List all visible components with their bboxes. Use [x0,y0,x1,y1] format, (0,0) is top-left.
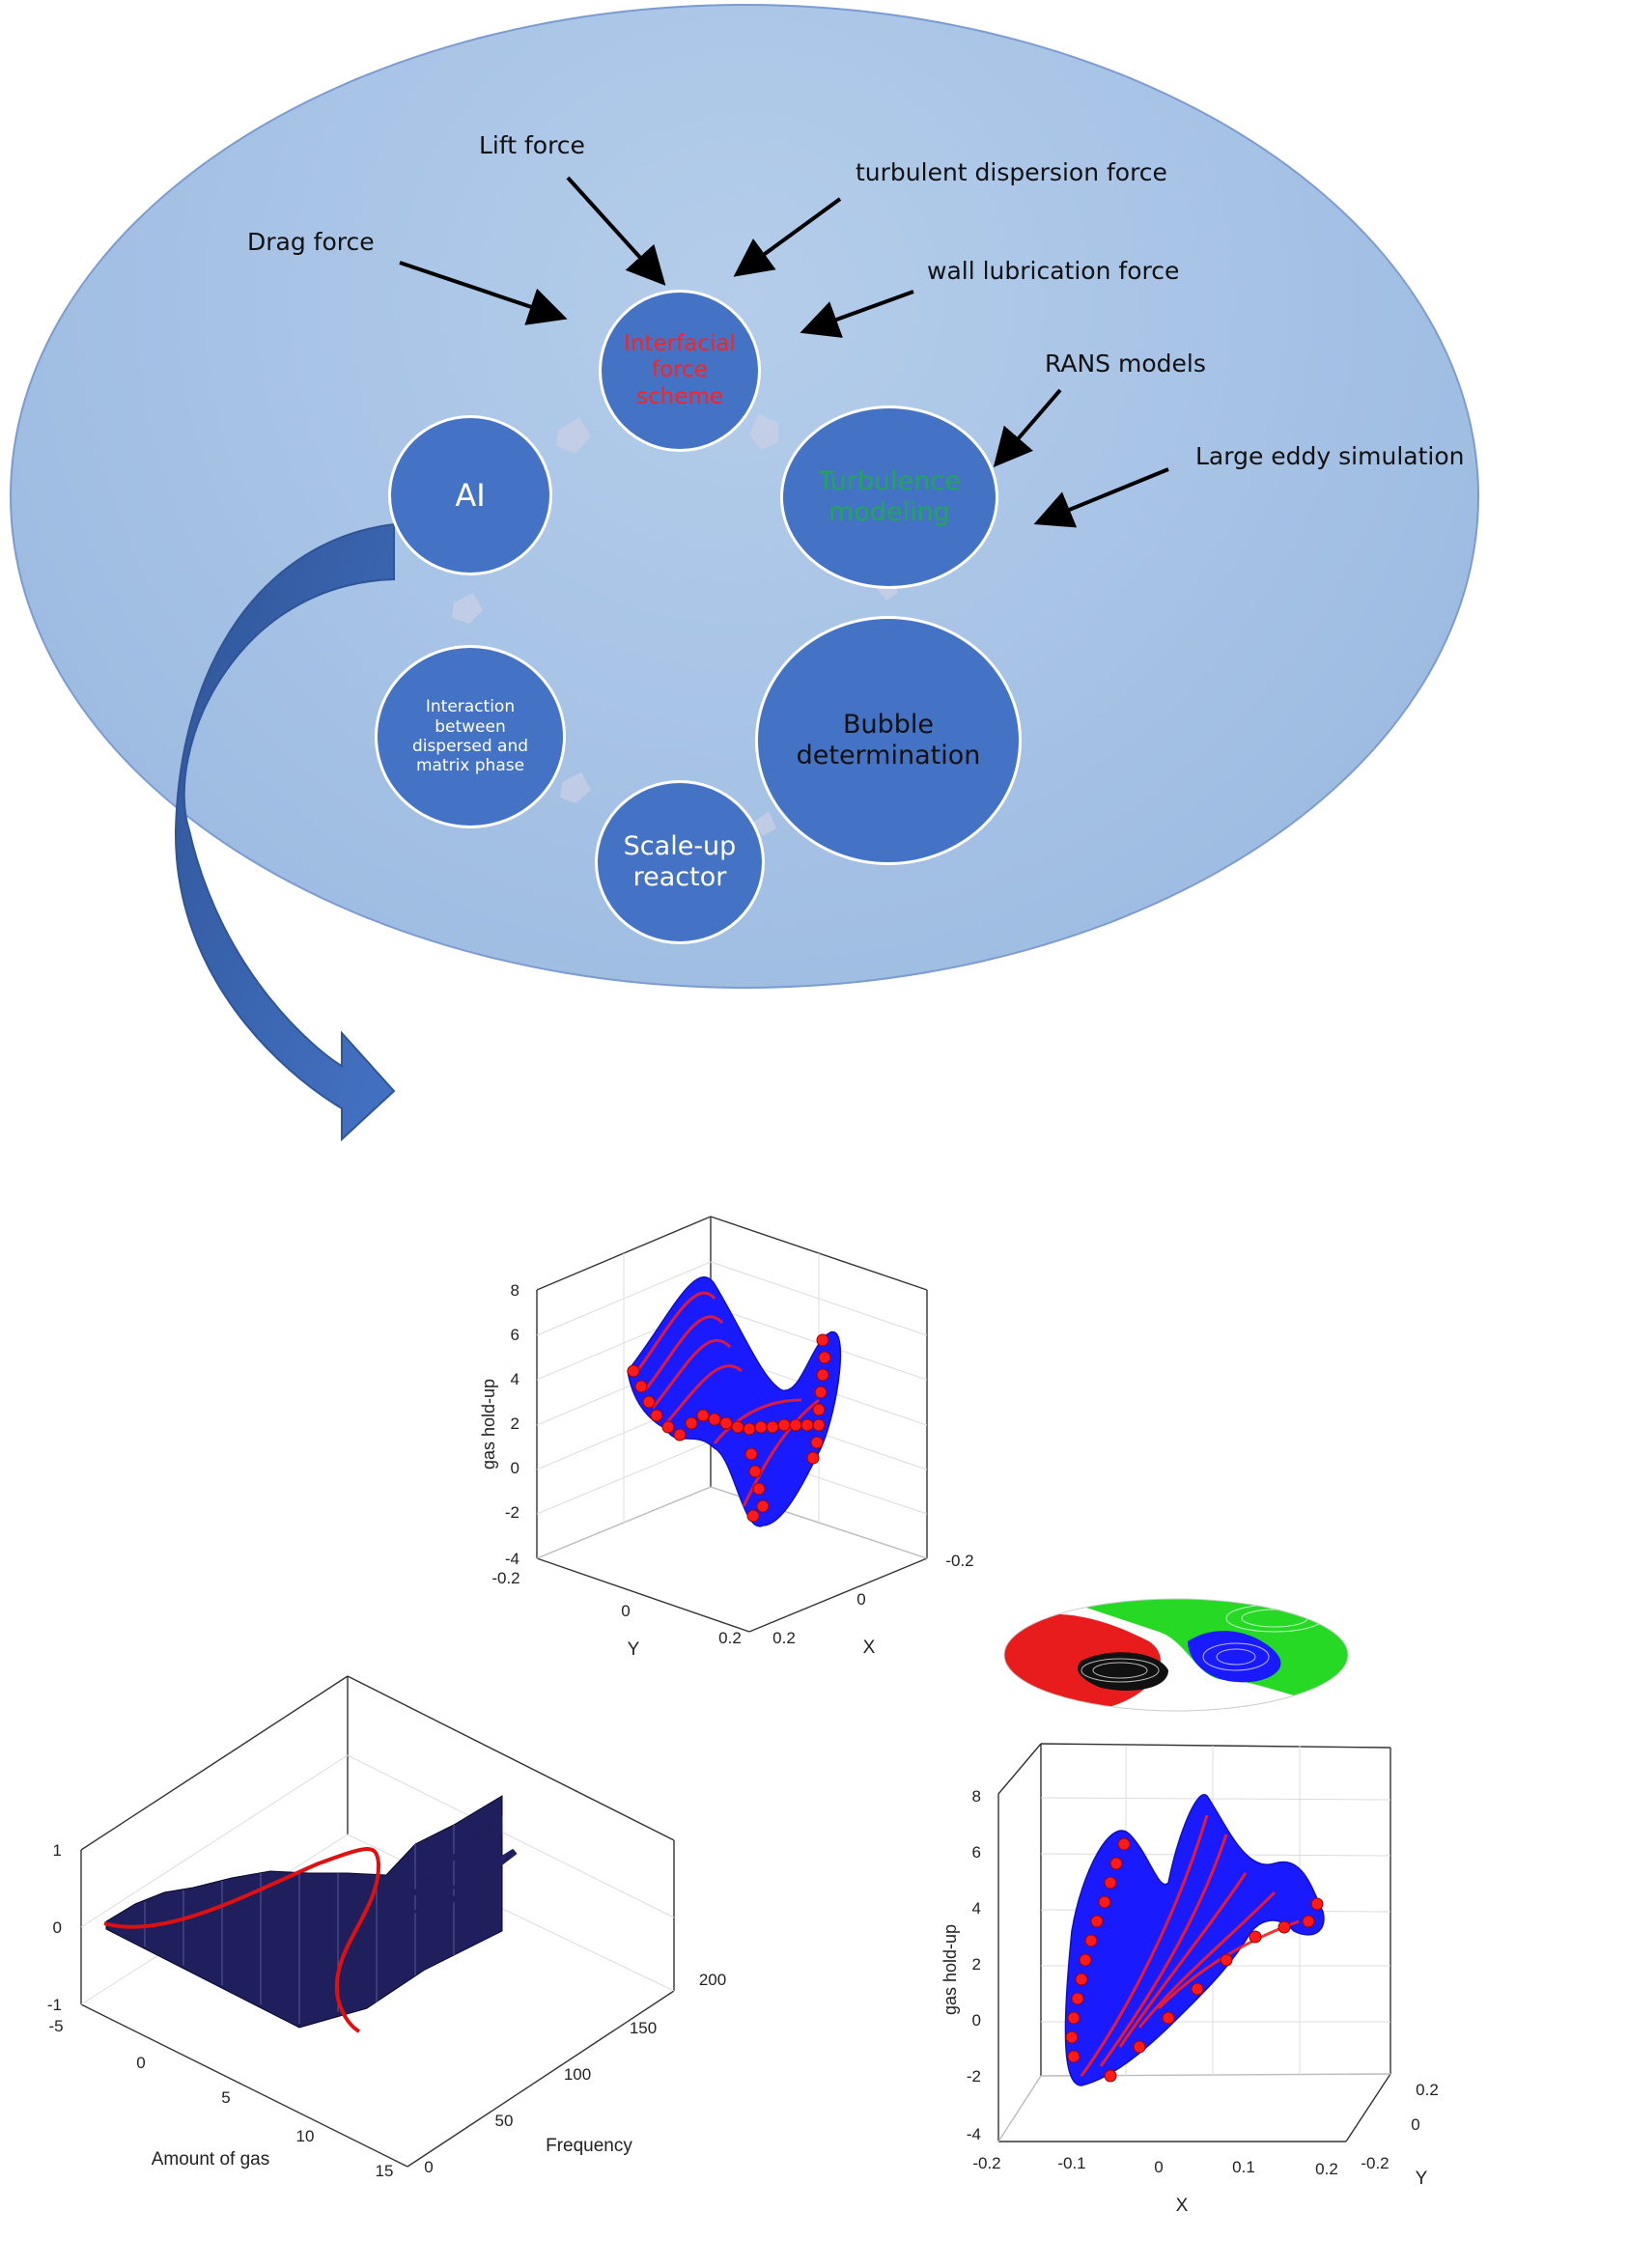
top-z-tick: 6 [511,1326,519,1344]
top-y-tick: -0.2 [491,1569,519,1587]
contour-plot [1003,1598,1349,1712]
label-les: Large eddy simulation [1195,442,1465,470]
top-x-tick: 0 [856,1590,865,1609]
lift-arrow [566,176,666,286]
right-z-tick: -2 [967,2067,981,2086]
cycle-connector [556,417,591,454]
plot-hist-axes [80,1675,675,2168]
rans-arrow [993,388,1062,468]
cycle-connector [753,811,776,836]
right-z-tick: 4 [972,1899,981,1918]
hist-z-tick: -1 [47,1996,62,2014]
label-rans: RANS models [1045,350,1206,378]
plot-right-points [1065,1837,1324,2083]
top-x-tick: -0.2 [945,1552,973,1570]
hist-y-tick: 100 [564,2065,591,2084]
right-x-tick: -0.1 [1057,2154,1085,2172]
top-z-tick: -4 [505,1550,519,1568]
right-x-tick: 0.1 [1232,2158,1255,2176]
right-z-tick: 6 [972,1843,981,1862]
node-turbulence-label: Turbulence modeling [818,465,961,527]
right-x-tick: -0.2 [972,2154,1000,2172]
plot-right: 8 6 4 2 0 -2 -4 -0.2 -0.1 0 0.1 0.2 0.2 … [940,1743,1439,2216]
node-interfacial: Interfacial force scheme [599,290,761,452]
node-bubble: Bubble determination [755,616,1022,865]
node-turbulence: Turbulence modeling [780,406,998,589]
plot-top-points [627,1333,831,1523]
top-x-tick: 0.2 [772,1629,796,1647]
top-zlabel: gas hold-up [479,1379,498,1470]
node-scaleup: Scale-up reactor [595,780,765,944]
top-z-tick: 0 [511,1459,519,1477]
top-ylabel: Y [628,1639,640,1660]
hist-z-tick: 1 [53,1841,62,1860]
label-turb-disp: turbulent dispersion force [856,158,1167,186]
right-y-tick: 0.2 [1416,2081,1439,2099]
hist-xlabel: Amount of gas [152,2149,270,2170]
top-z-tick: 8 [511,1281,519,1300]
right-z-tick: 8 [972,1787,981,1806]
right-x-tick: 0 [1154,2158,1163,2176]
drag-arrow [399,261,568,325]
right-y-tick: 0 [1411,2115,1419,2134]
wall-arrow [800,290,914,338]
node-interfacial-label: Interfacial force scheme [624,330,736,409]
right-y-tick: -0.2 [1361,2154,1389,2172]
hist-ylabel: Frequency [546,2136,632,2156]
node-interaction: Interaction between dispersed and matrix… [375,645,566,828]
diagram-arrows [174,176,1169,1142]
top-z-tick: -2 [505,1503,519,1522]
hist-y-tick: 150 [630,2019,657,2037]
hist-x-tick: 5 [221,2088,230,2107]
node-bubble-label: Bubble determination [796,709,981,770]
hist-fit-curve [103,1847,381,2033]
cycle-connector [452,593,483,624]
hist-y-tick: 200 [699,1971,726,1989]
top-z-tick: 4 [511,1370,519,1388]
hist-x-tick: -5 [48,2017,63,2035]
hist-x-tick: 10 [296,2127,315,2145]
top-xlabel: X [863,1638,876,1658]
big-curved-arrow [174,522,396,1142]
node-ai: AI [388,415,552,575]
cycle-connector [749,413,778,450]
hist-x-tick: 15 [376,2162,394,2180]
hist-bars [105,1795,503,2029]
turb-disp-arrow [733,197,842,277]
label-drag: Drag force [247,228,375,256]
right-ylabel: Y [1416,2169,1428,2189]
label-wall: wall lubrication force [927,257,1180,285]
plot-hist: 1 0 -1 -5 0 5 10 15 0 50 100 150 200 Amo… [47,1675,726,2180]
les-arrow [1033,467,1169,528]
label-lift: Lift force [479,131,585,159]
hist-z-tick: 0 [53,1918,62,1937]
top-y-tick: 0 [621,1602,630,1620]
cycle-connectors [452,413,898,836]
right-z-tick: -4 [967,2125,981,2143]
top-z-tick: 2 [511,1414,519,1433]
node-interaction-label: Interaction between dispersed and matrix… [411,697,529,776]
hist-x-tick: 0 [136,2054,145,2072]
right-z-tick: 0 [972,2011,981,2030]
right-xlabel: X [1176,2196,1189,2216]
node-scaleup-label: Scale-up reactor [623,830,737,892]
top-y-tick: 0.2 [718,1629,742,1647]
hist-y-tick: 50 [495,2112,514,2130]
node-ai-label: AI [455,476,486,514]
right-x-tick: 0.2 [1315,2160,1338,2178]
hist-y-tick: 0 [424,2158,433,2176]
right-zlabel: gas hold-up [940,1924,960,2015]
right-z-tick: 2 [972,1955,981,1974]
cycle-connector [560,772,591,803]
plot-top-surface [627,1276,842,1527]
